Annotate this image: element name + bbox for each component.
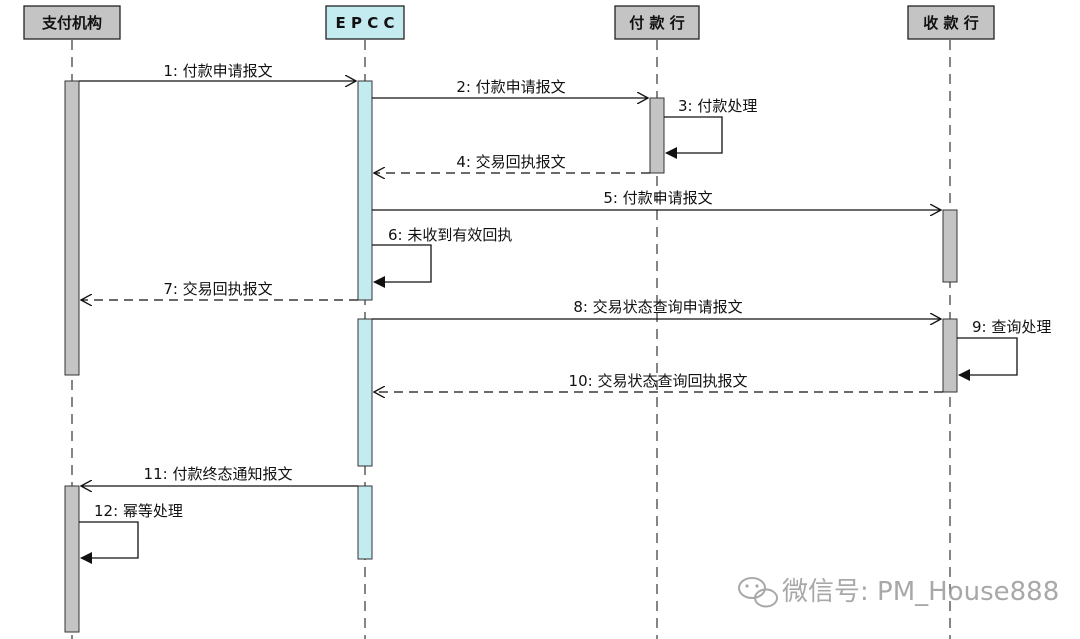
message-arrow [664,116,723,159]
activation-bar [942,209,958,283]
participant-label: 付 款 行 [629,14,684,32]
message-label: 9: 查询处理 [972,318,1051,336]
message-label: 5: 付款申请报文 [603,189,712,207]
lifelines [71,40,951,639]
message-4: 4: 交易回执报文 [374,153,650,173]
activation-bar [942,318,958,393]
activation-bar [64,80,80,376]
message-label: 11: 付款终态通知报文 [144,465,293,483]
activation-bar [649,97,665,174]
message-label: 1: 付款申请报文 [163,62,272,80]
activation-bar [357,318,373,467]
message-arrow [372,244,432,288]
activation-bar [357,80,373,301]
message-11: 11: 付款终态通知报文 [81,465,358,486]
message-label: 7: 交易回执报文 [163,280,272,298]
watermark: 微信号: PM_House888 [738,577,1059,608]
message-3: 3: 付款处理 [664,97,757,159]
message-label: 4: 交易回执报文 [456,153,565,171]
message-2: 2: 付款申请报文 [372,78,648,98]
wechat-icon [738,577,778,608]
participant-payer-bank: 付 款 行 [614,5,700,40]
message-label: 8: 交易状态查询申请报文 [573,298,742,316]
message-label: 2: 付款申请报文 [456,78,565,96]
participant-label: 收 款 行 [923,14,978,32]
message-arrow [957,337,1018,381]
participant-payee-bank: 收 款 行 [907,5,995,40]
message-12: 12: 幂等处理 [79,502,183,564]
message-6: 6: 未收到有效回执 [372,226,512,288]
message-8: 8: 交易状态查询申请报文 [372,298,941,319]
message-7: 7: 交易回执报文 [81,280,358,300]
message-9: 9: 查询处理 [957,318,1051,381]
activation-bars [64,80,958,633]
participant-label: E P C C [336,14,395,32]
activation-bar [357,485,373,560]
message-10: 10: 交易状态查询回执报文 [374,372,943,392]
activation-bar [64,485,80,633]
message-arrow [79,521,139,564]
messages: 1: 付款申请报文 2: 付款申请报文 3: 付款处理 4: 交易回执报文 5:… [79,62,1051,564]
participant-label: 支付机构 [41,14,102,32]
participant-headers: 支付机构 E P C C 付 款 行 收 款 行 [23,5,995,40]
message-label: 3: 付款处理 [678,97,757,115]
message-label: 12: 幂等处理 [94,502,183,520]
participant-epcc: E P C C [325,5,405,40]
watermark-text: 微信号: PM_House888 [782,577,1059,607]
message-1: 1: 付款申请报文 [79,62,356,81]
participant-payment-institution: 支付机构 [23,5,121,40]
message-label: 6: 未收到有效回执 [388,226,512,244]
message-label: 10: 交易状态查询回执报文 [569,372,748,390]
message-5: 5: 付款申请报文 [372,189,941,210]
